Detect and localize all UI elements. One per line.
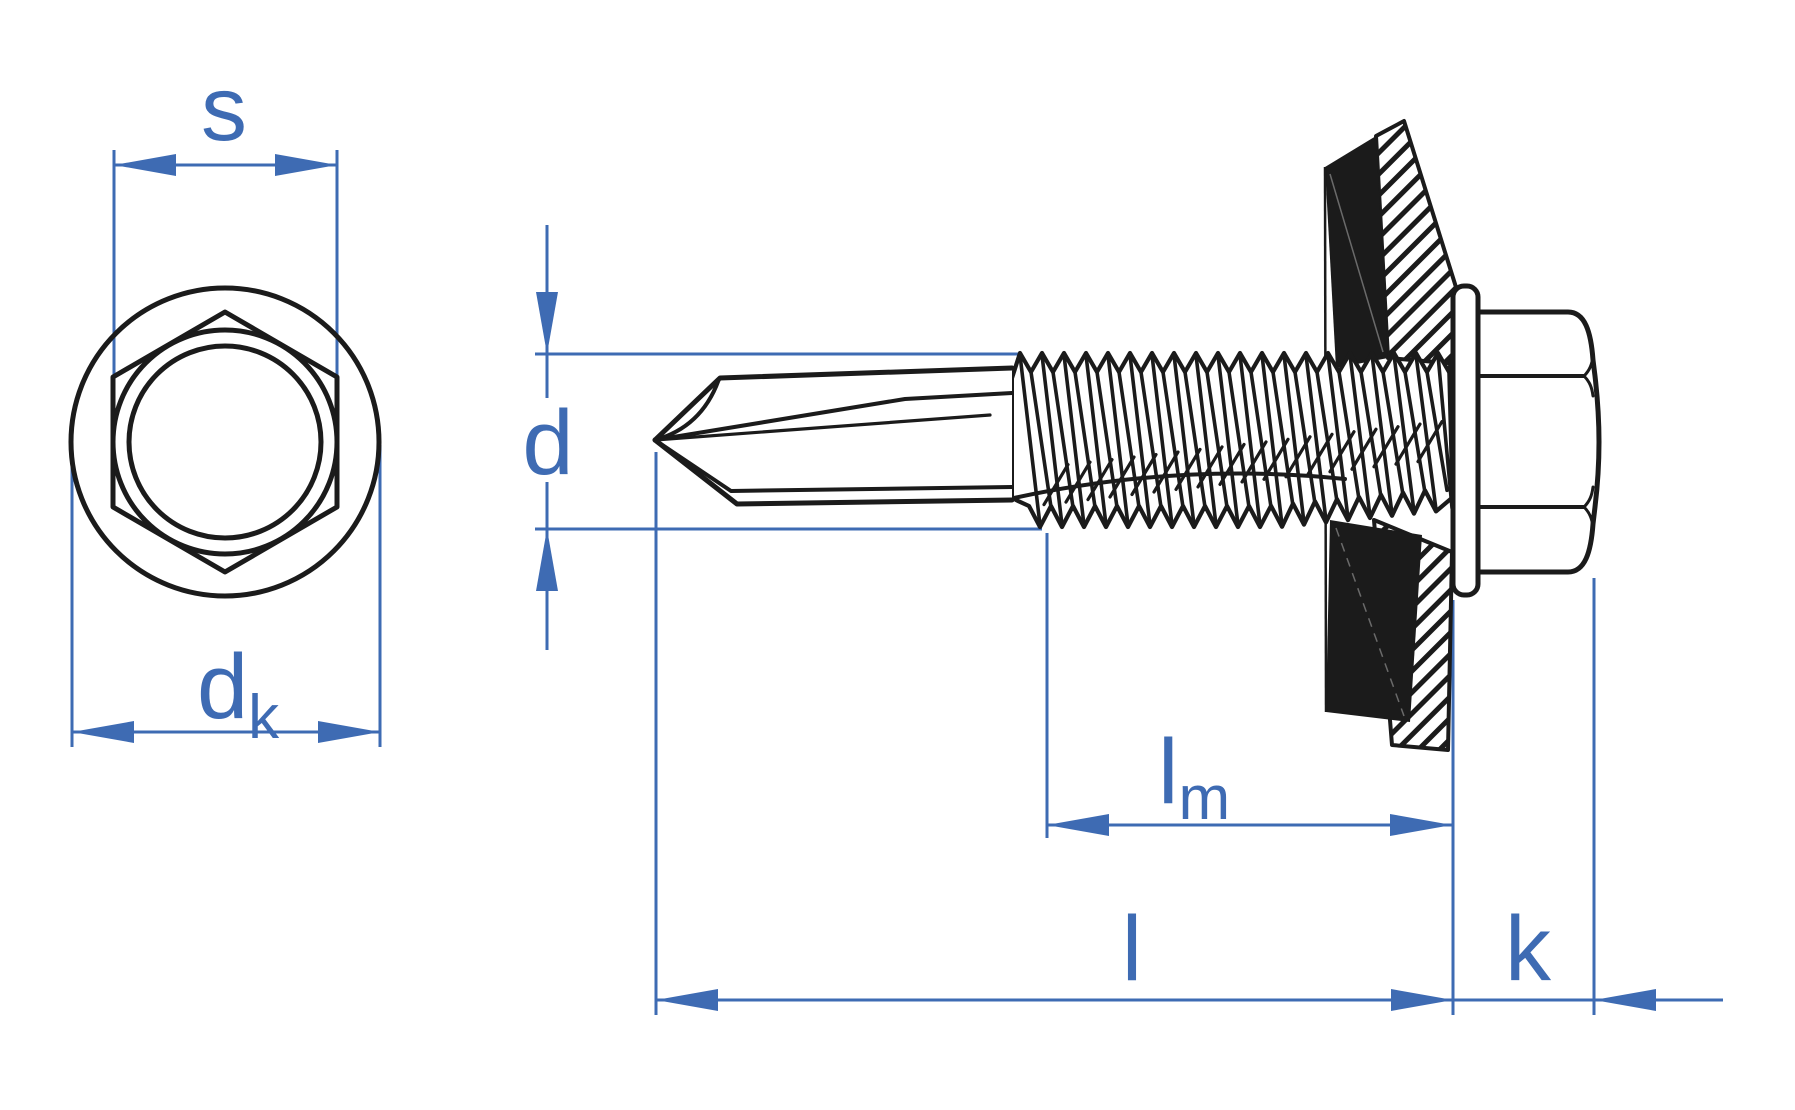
dim-lm-label: lm	[1158, 721, 1230, 833]
washer-epdm-seal-bottom	[1326, 520, 1422, 722]
dim-dk-label: dk	[197, 636, 280, 752]
hexagon-outline	[110, 309, 340, 575]
s-arrow-right	[275, 154, 337, 176]
s-arrow-left	[114, 154, 176, 176]
dk-arrow-right	[318, 721, 380, 743]
dim-lm-subscript: m	[1178, 764, 1230, 833]
thread-root-waist-curve	[1012, 471, 1347, 500]
head-front-view	[68, 285, 382, 599]
sealing-washer	[1323, 119, 1462, 752]
dim-lm-base: l	[1158, 721, 1178, 823]
dim-dk-subscript: k	[248, 683, 280, 752]
drill-point	[652, 365, 1015, 507]
drill-flute-line-lower	[653, 413, 992, 442]
flange-washer-face	[1450, 283, 1481, 598]
thread-helix-lattice	[1042, 420, 1444, 507]
l-arrow-left	[656, 989, 718, 1011]
drill-flute-line-upper	[653, 391, 1014, 442]
dimension-d	[535, 225, 1042, 650]
hex-inner-circle	[126, 343, 324, 541]
k-arrow-left-pointing	[1594, 989, 1656, 1011]
dim-k-label: k	[1505, 898, 1552, 1000]
washer-epdm-seal-top	[1325, 136, 1388, 368]
dim-d-label: d	[522, 392, 573, 494]
lm-arrow-right	[1390, 814, 1452, 836]
screw-side-view	[652, 119, 1602, 752]
hex-head-side	[1450, 283, 1602, 598]
l-arrow-right	[1391, 989, 1453, 1011]
hex-facet-lines	[1476, 374, 1586, 509]
dimension-lm	[1045, 533, 1452, 838]
dim-dk-base: d	[197, 636, 248, 738]
dimension-l	[654, 452, 1455, 1015]
hex-head-body	[1475, 309, 1602, 575]
hex-facet-corner-curves	[1582, 354, 1595, 529]
threaded-shank	[1009, 350, 1455, 530]
washer-hidden-edge-bottom	[1335, 527, 1405, 717]
washer-hidden-edge-top	[1329, 173, 1384, 353]
drill-body-fill	[655, 368, 1012, 505]
hex-chamfer-circle	[110, 327, 340, 557]
thread-crest-bottom-zigzag	[1013, 488, 1455, 530]
lm-arrow-left	[1047, 814, 1109, 836]
dim-s-label: s	[201, 58, 247, 160]
d-arrow-up	[536, 529, 558, 591]
flange-outer-circle	[68, 285, 382, 599]
washer-steel-top	[1374, 119, 1462, 366]
dk-arrow-left	[72, 721, 134, 743]
dimension-s	[112, 150, 339, 505]
d-arrow-down	[536, 292, 558, 354]
thread-crest-top-zigzag	[1009, 350, 1455, 381]
dim-l-label: l	[1122, 898, 1142, 1000]
dimension-k	[1453, 578, 1723, 1015]
dimension-dk	[70, 445, 382, 747]
drill-bottom-silhouette	[652, 437, 1015, 507]
